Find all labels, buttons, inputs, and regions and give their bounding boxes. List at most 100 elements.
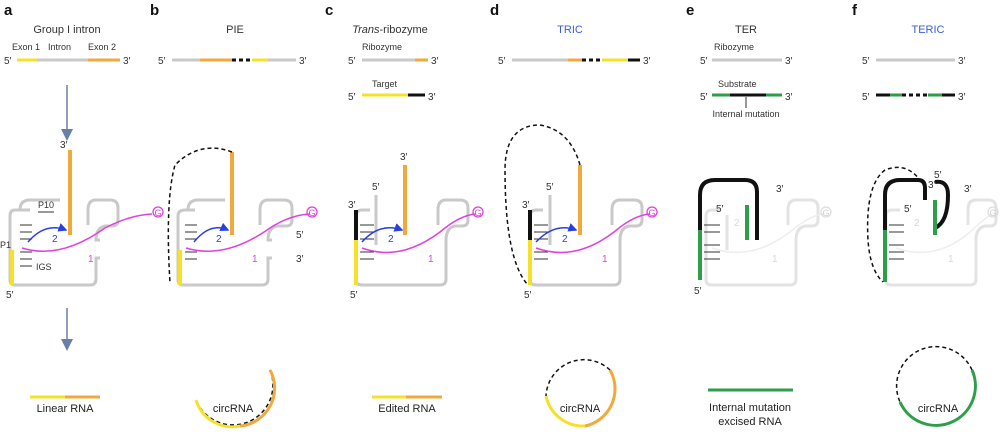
intron-structure bbox=[8, 198, 120, 287]
five-prime-label: 5′ bbox=[348, 56, 356, 67]
g-label: G bbox=[474, 208, 481, 218]
panel-b: b PIE 5′ 3′ G 1 2 5′ 3′ circRNA bbox=[150, 2, 318, 429]
black-loop-b bbox=[933, 179, 951, 230]
circrna-dashed bbox=[545, 358, 611, 397]
result-label: circRNA bbox=[560, 403, 601, 415]
black-loop-a bbox=[883, 178, 927, 230]
five-prime-label: 5′ bbox=[904, 204, 912, 215]
three-prime-label: 3′ bbox=[928, 180, 936, 191]
panel-letter: f bbox=[852, 2, 858, 19]
five-prime-label: 5′ bbox=[524, 290, 532, 301]
panel-title: TER bbox=[735, 24, 757, 36]
title-rest: -ribozyme bbox=[380, 24, 428, 36]
ribozyme-label: Ribozyme bbox=[714, 42, 754, 52]
five-prime-label: 5′ bbox=[862, 92, 870, 103]
panel-title: TRIC bbox=[557, 24, 583, 36]
circrna-dashed bbox=[895, 345, 973, 403]
step2-arrow bbox=[535, 223, 578, 243]
panel-a: a Group I intron Exon 1 Intron Exon 2 5′… bbox=[0, 2, 164, 415]
circrna-yellow bbox=[544, 395, 586, 428]
step2-label: 2 bbox=[562, 234, 568, 245]
five-prime-label: 5′ bbox=[372, 182, 380, 193]
three-prime-label: 3′ bbox=[785, 56, 793, 67]
panel-title: Trans-ribozyme bbox=[352, 24, 428, 36]
step1-label: 1 bbox=[428, 254, 434, 265]
exon2-three-label: 3′ bbox=[60, 140, 68, 151]
g-label: G bbox=[989, 208, 996, 218]
three-prime-label: 3′ bbox=[299, 56, 307, 67]
g-label: G bbox=[648, 208, 655, 218]
intron-structure-top bbox=[18, 198, 60, 211]
igs-label: IGS bbox=[36, 262, 52, 272]
three-prime-label: 3′ bbox=[348, 200, 356, 211]
step1-label: 1 bbox=[602, 254, 608, 265]
step2-arrow bbox=[27, 223, 68, 243]
title-italic: Trans bbox=[352, 24, 380, 36]
step1-label: 1 bbox=[772, 254, 778, 265]
result-line2: excised RNA bbox=[718, 416, 782, 428]
panel-c: c Trans-ribozyme Ribozyme 5′ 3′ Target 5… bbox=[325, 2, 484, 415]
faded-path bbox=[711, 213, 825, 254]
step2-label: 2 bbox=[914, 218, 920, 229]
step1-label: 1 bbox=[252, 254, 258, 265]
dashed-linker bbox=[504, 124, 581, 286]
panel-f: f TERIC 5′ 3′ 5′ 3′ 5′ 3′ 3′ 5′ G 1 2 ci… bbox=[852, 2, 999, 427]
target-label: Target bbox=[372, 79, 398, 89]
g-nucleotide-icon bbox=[152, 206, 164, 218]
five-prime-label: 5′ bbox=[700, 92, 708, 103]
intron-structure bbox=[176, 198, 294, 287]
panel-letter: b bbox=[150, 2, 159, 19]
magenta-path bbox=[361, 213, 477, 254]
five-prime-label: 5′ bbox=[934, 170, 942, 181]
magenta-path bbox=[21, 213, 153, 252]
three-prime-label: 3′ bbox=[123, 56, 131, 67]
three-prime-label: 3′ bbox=[958, 56, 966, 67]
circrna-yellow bbox=[194, 399, 241, 429]
intron-structure-top bbox=[186, 198, 225, 211]
five-prime-label: 5′ bbox=[862, 56, 870, 67]
magenta-path bbox=[185, 213, 311, 252]
g-nucleotide-icon bbox=[472, 206, 484, 218]
three-prime-label: 3′ bbox=[776, 184, 784, 195]
circrna-orange bbox=[239, 369, 277, 428]
ribozyme-structure-faded bbox=[884, 198, 998, 287]
panel-letter: d bbox=[490, 2, 499, 19]
panel-title: Group I intron bbox=[33, 24, 100, 36]
panel-title: TERIC bbox=[912, 24, 945, 36]
ribozyme-structure bbox=[528, 198, 644, 287]
five-prime-label: 5′ bbox=[348, 92, 356, 103]
three-prime-label: 3′ bbox=[964, 184, 972, 195]
five-prime-label: 5′ bbox=[350, 290, 358, 301]
circrna-green bbox=[898, 369, 977, 427]
exon2-label: Exon 2 bbox=[88, 42, 116, 52]
three-prime-label: 3′ bbox=[400, 152, 408, 163]
five-prime-label: 5′ bbox=[158, 56, 166, 67]
three-prime-label: 3′ bbox=[431, 56, 439, 67]
panel-title: PIE bbox=[226, 24, 244, 36]
panel-letter: e bbox=[686, 2, 694, 19]
three-prime-label: 3′ bbox=[296, 254, 304, 265]
g-nucleotide-icon bbox=[646, 206, 658, 218]
step2-label: 2 bbox=[734, 218, 740, 229]
result-label: Edited RNA bbox=[378, 403, 436, 415]
step1-label: 1 bbox=[88, 254, 94, 265]
five-prime-label: 5′ bbox=[296, 230, 304, 241]
step2-arrow bbox=[193, 222, 230, 243]
exon1-label: Exon 1 bbox=[12, 42, 40, 52]
step2-label: 2 bbox=[216, 234, 222, 245]
step2-arrow bbox=[361, 223, 404, 243]
g-label: G bbox=[822, 208, 829, 218]
five-prime-label: 5′ bbox=[498, 56, 506, 67]
panel-letter: c bbox=[325, 2, 333, 19]
g-nucleotide-icon bbox=[820, 206, 832, 218]
five-prime-label: 5′ bbox=[716, 204, 724, 215]
g-label: G bbox=[308, 208, 315, 218]
three-prime-label: 3′ bbox=[785, 92, 793, 103]
step2-label: 2 bbox=[52, 234, 58, 245]
step1-label: 1 bbox=[948, 254, 954, 265]
ribozyme-structure-faded bbox=[704, 198, 820, 287]
five-prime-label: 5′ bbox=[700, 56, 708, 67]
ribozyme-structure bbox=[354, 198, 470, 287]
three-prime-label: 3′ bbox=[958, 92, 966, 103]
